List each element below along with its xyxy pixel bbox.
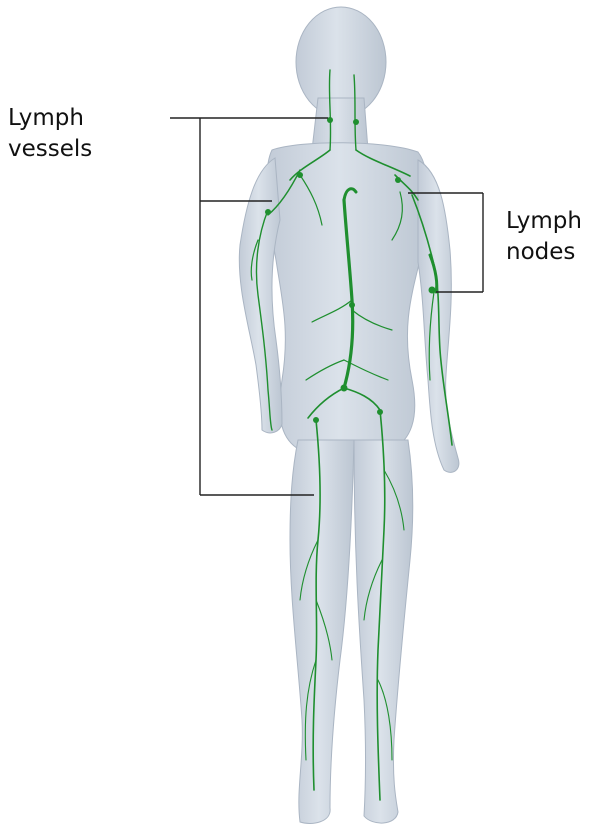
right-arm — [239, 158, 282, 433]
right-leg — [290, 440, 354, 823]
human-body-silhouette — [239, 7, 459, 823]
neck — [312, 98, 368, 150]
left-leg — [354, 440, 413, 823]
